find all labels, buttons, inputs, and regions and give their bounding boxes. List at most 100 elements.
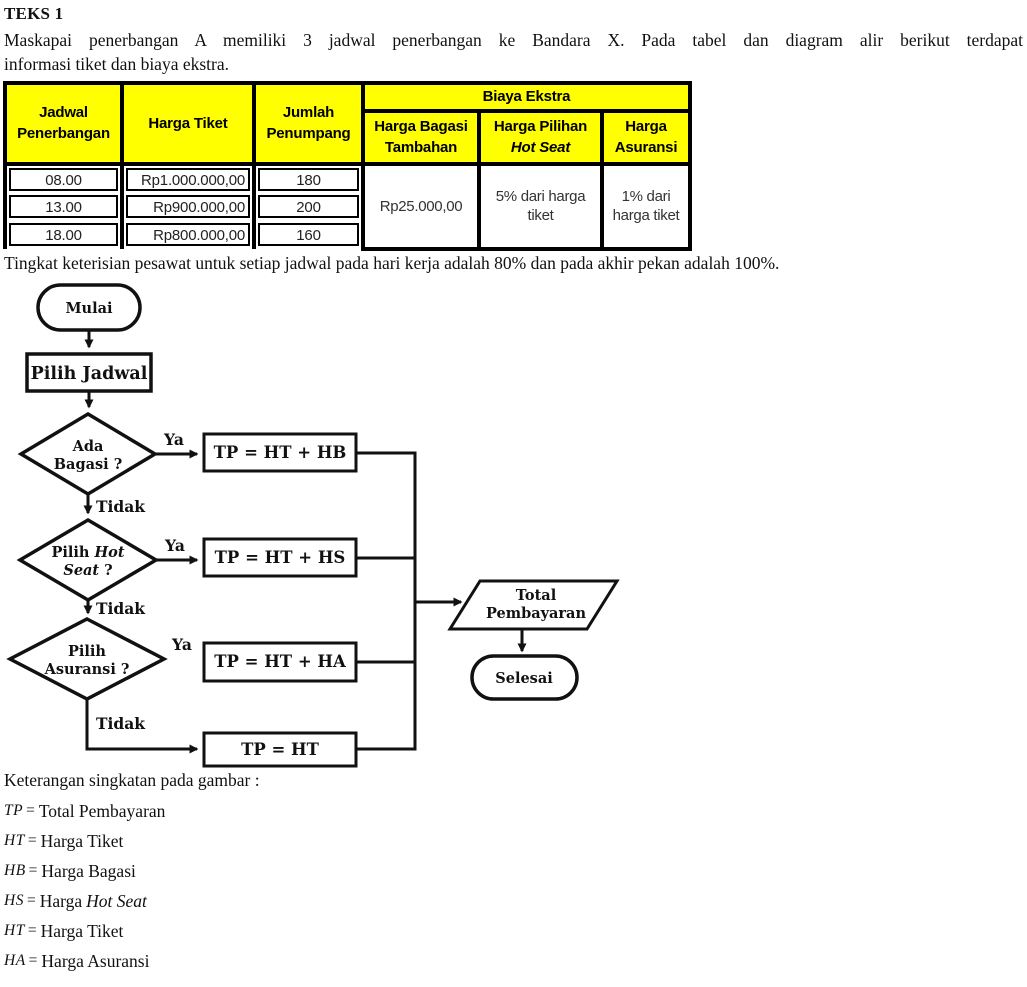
hot-seat-header-line1: Harga Pilihan <box>493 117 588 135</box>
abbreviation-meaning: Harga Bagasi <box>41 861 136 881</box>
col-header-asuransi: Harga Asuransi <box>600 108 692 166</box>
table-row: 08.00 Rp1.000.000,00 180 Rp25.000,00 5% … <box>3 161 692 251</box>
tp-ht-label: TP = HT <box>241 740 320 759</box>
abbreviation: HS <box>4 892 24 909</box>
decision-asuransi <box>6 617 168 701</box>
decision-asuransi-label-2: Asuransi ? <box>44 661 130 678</box>
abbreviation-meaning: Total Pembayaran <box>38 801 166 821</box>
arrow-d3-no-to-ht-box <box>85 699 199 754</box>
cell-harga: Rp900.000,00 <box>120 192 256 221</box>
harga-value: Rp900.000,00 <box>126 195 250 219</box>
flowchart-diagram: Mulai Pilih Jadwal Ada Bagasi ? Ya Tidak… <box>6 283 620 768</box>
abbreviation-meaning: Harga Tiket <box>40 831 124 851</box>
intro-line-1: Maskapai penerbangan A memiliki 3 jadwal… <box>4 30 1023 50</box>
start-node <box>36 283 142 332</box>
harga-value: Rp800.000,00 <box>126 223 250 247</box>
page-title: TEKS 1 <box>4 4 64 23</box>
jumlah-value: 180 <box>258 167 359 191</box>
decision-asuransi-label-1: Pilih <box>68 643 106 660</box>
col-header-jadwal: Jadwal Penerbangan <box>3 81 124 166</box>
no-label-3: Tidak <box>96 714 145 733</box>
cell-jumlah: 200 <box>252 192 365 221</box>
legend-item-hb: HB=Harga Bagasi <box>4 861 260 883</box>
legend-item-ha: HA=Harga Asuransi <box>4 951 260 973</box>
cell-jumlah: 180 <box>252 163 365 193</box>
col-header-harga-tiket: Harga Tiket <box>120 81 256 166</box>
equals-sign: = <box>28 862 38 879</box>
jadwal-value: 08.00 <box>9 167 118 191</box>
table-row: 13.00 Rp900.000,00 200 <box>3 192 690 221</box>
cell-harga: Rp800.000,00 <box>120 220 256 249</box>
jumlah-value: 200 <box>258 195 359 219</box>
group-header-biaya-ekstra: Biaya Ekstra <box>361 81 692 113</box>
abbreviation: TP <box>4 802 24 819</box>
output-label-2: Pembayaran <box>486 605 586 622</box>
intro-line-2: informasi tiket dan biaya ekstra. <box>4 54 229 74</box>
col-header-jumlah-penumpang: Jumlah Penumpang <box>252 81 365 166</box>
output-total-pembayaran <box>447 579 620 631</box>
decision-bagasi-label-2: Bagasi ? <box>54 456 122 473</box>
hot-seat-header-line2: Hot Seat <box>510 139 571 157</box>
abbreviation: HT <box>4 922 25 939</box>
abbreviation: HA <box>4 952 26 969</box>
yes-label-2: Ya <box>164 536 185 555</box>
start-label: Mulai <box>65 300 112 317</box>
abbreviation-meaning: Harga <box>39 891 83 911</box>
process-tp-ht <box>202 731 358 768</box>
abbreviation-meaning: Harga Asuransi <box>41 951 150 971</box>
output-label-1: Total <box>516 587 557 604</box>
jadwal-value: 18.00 <box>9 223 118 247</box>
flight-table: Jadwal Penerbangan Harga Tiket Jumlah Pe… <box>3 81 692 251</box>
process-tp-hb <box>202 432 358 473</box>
legend-item-ht: HT=Harga Tiket <box>4 831 260 853</box>
process-tp-ha <box>202 641 358 683</box>
pilih-jadwal-label: Pilih Jadwal <box>31 364 148 384</box>
tp-ha-label: TP = HT + HA <box>214 652 346 671</box>
abbreviation: HB <box>4 862 26 879</box>
yes-label-1: Ya <box>163 430 184 449</box>
equals-sign: = <box>26 802 35 819</box>
tp-hb-label: TP = HT + HB <box>214 443 347 462</box>
legend-item-ht2: HT=Harga Tiket <box>4 921 260 943</box>
merged-cell-hot-seat: 5% dari harga tiket <box>477 161 604 251</box>
process-tp-hs <box>202 537 358 578</box>
equals-sign: = <box>26 892 36 909</box>
end-node <box>470 654 579 701</box>
equals-sign: = <box>28 952 38 969</box>
flight-table-wrapper: Jadwal Penerbangan Harga Tiket Jumlah Pe… <box>3 81 692 251</box>
cell-jadwal: 08.00 <box>3 163 124 193</box>
decision-bagasi <box>17 411 159 497</box>
equals-sign: = <box>27 832 37 849</box>
header-row-group: Jadwal Penerbangan Harga Tiket Jumlah Pe… <box>3 81 692 166</box>
decision-bagasi-label-1: Ada <box>72 438 104 455</box>
merged-cell-asuransi: 1% dari harga tiket <box>600 161 692 251</box>
legend-heading: Keterangan singkatan pada gambar : <box>4 770 260 790</box>
jadwal-value: 13.00 <box>9 195 118 219</box>
intro-paragraph: Maskapai penerbangan A memiliki 3 jadwal… <box>4 28 1023 76</box>
no-label-2: Tidak <box>96 599 145 618</box>
col-header-hot-seat: Harga Pilihan Hot Seat <box>477 108 604 166</box>
cell-jumlah: 160 <box>252 220 365 249</box>
harga-value: Rp1.000.000,00 <box>126 167 250 191</box>
no-label-1: Tidak <box>96 497 145 516</box>
cell-jadwal: 18.00 <box>3 220 124 249</box>
end-label: Selesai <box>495 670 553 687</box>
col-header-bagasi: Harga Bagasi Tambahan <box>361 108 481 166</box>
legend: Keterangan singkatan pada gambar : TP=To… <box>4 770 260 981</box>
decision-hot-seat-label-2: Seat? <box>63 562 112 579</box>
occupancy-note: Tingkat keterisian pesawat untuk setiap … <box>4 253 780 273</box>
cell-harga: Rp1.000.000,00 <box>120 163 256 193</box>
decision-hot-seat <box>16 517 160 603</box>
merged-cell-bagasi: Rp25.000,00 <box>361 161 481 251</box>
legend-item-tp: TP=Total Pembayaran <box>4 801 260 823</box>
abbreviation: HT <box>4 832 25 849</box>
process-pilih-jadwal <box>25 352 153 393</box>
jumlah-value: 160 <box>258 223 359 247</box>
equals-sign: = <box>27 922 37 939</box>
tp-hs-label: TP = HT + HS <box>215 548 346 567</box>
yes-label-3: Ya <box>171 635 192 654</box>
table-row: 18.00 Rp800.000,00 160 <box>3 220 690 249</box>
